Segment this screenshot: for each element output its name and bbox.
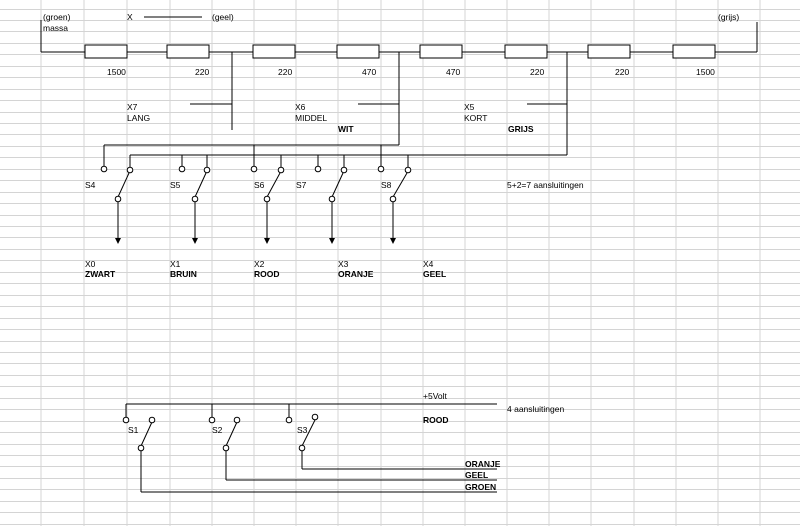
resistor-value-3: 220: [278, 67, 292, 77]
supply-color-rood: ROOD: [423, 415, 449, 425]
switch-group-1-wiring: [100, 144, 567, 244]
wire-label-groen: GROEN: [465, 482, 496, 492]
tap-x6-name: MIDDEL: [295, 113, 327, 123]
switch-label-s5: S5: [170, 180, 181, 190]
resistor-5: [419, 44, 463, 59]
switch-label-s4: S4: [85, 180, 96, 190]
switch-label-s7: S7: [296, 180, 307, 190]
switch-group-2-wiring: [122, 403, 497, 493]
label-x: X: [127, 12, 133, 22]
resistor-value-8: 1500: [696, 67, 715, 77]
resistor-value-1: 1500: [107, 67, 126, 77]
resistor-2: [166, 44, 210, 59]
resistor-value-2: 220: [195, 67, 209, 77]
label-groen: (groen): [43, 12, 71, 22]
resistor-value-5: 470: [446, 67, 460, 77]
wire-label-geel: GEEL: [465, 470, 488, 480]
connections-note-7: 5+2=7 aansluitingen: [507, 180, 584, 190]
resistor-value-4: 470: [362, 67, 376, 77]
tap-x6-id: X6: [295, 102, 306, 112]
resistor-3: [252, 44, 296, 59]
tap-wires: [190, 52, 568, 155]
tap-x5-name: KORT: [464, 113, 487, 123]
resistor-value-6: 220: [530, 67, 544, 77]
supply-label: +5Volt: [423, 391, 448, 401]
tap-x7-name: LANG: [127, 113, 150, 123]
switch-label-s8: S8: [381, 180, 392, 190]
output-x2-color: ROOD: [254, 269, 280, 279]
output-x2-id: X2: [254, 259, 265, 269]
switch-label-s6: S6: [254, 180, 265, 190]
tap-x5-id: X5: [464, 102, 475, 112]
resistor-value-7: 220: [615, 67, 629, 77]
resistor-6: [504, 44, 548, 59]
resistor-8: [672, 44, 716, 59]
output-x1-id: X1: [170, 259, 181, 269]
output-x4-id: X4: [423, 259, 434, 269]
output-x3-color: ORANJE: [338, 269, 374, 279]
label-geel: (geel): [212, 12, 234, 22]
output-x1-color: BRUIN: [170, 269, 197, 279]
output-x0-color: ZWART: [85, 269, 116, 279]
connections-note-4: 4 aansluitingen: [507, 404, 564, 414]
output-x4-color: GEEL: [423, 269, 446, 279]
tap-x5-color: GRIJS: [508, 124, 534, 134]
label-massa: massa: [43, 23, 68, 33]
tap-x7-id: X7: [127, 102, 138, 112]
output-x0-id: X0: [85, 259, 96, 269]
wire-label-oranje: ORANJE: [465, 459, 501, 469]
output-x3-id: X3: [338, 259, 349, 269]
switch-label-s2: S2: [212, 425, 223, 435]
label-grijs: (grijs): [718, 12, 739, 22]
resistor-chain: [40, 16, 758, 59]
resistor-1: [84, 44, 128, 59]
switch-label-s3: S3: [297, 425, 308, 435]
switch-label-s1: S1: [128, 425, 139, 435]
resistor-4: [336, 44, 380, 59]
tap-x6-color: WIT: [338, 124, 354, 134]
resistor-7: [587, 44, 631, 59]
